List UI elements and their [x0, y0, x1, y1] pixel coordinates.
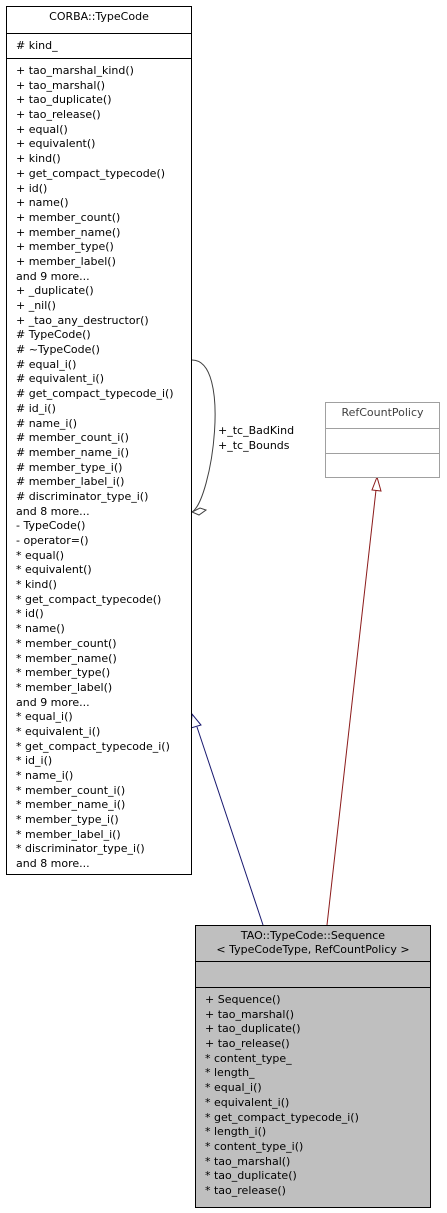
typecode-member-item[interactable]: # member_count_i(): [16, 431, 129, 445]
typecode-member-item[interactable]: * member_name(): [16, 651, 117, 665]
typecode-member-item[interactable]: * kind(): [16, 578, 57, 592]
typecode-member-item[interactable]: and 8 more...: [16, 857, 90, 871]
association-diamond: [190, 507, 208, 516]
refcount-policy-class-box[interactable]: RefCountPolicy: [325, 402, 440, 478]
sequence-member-item[interactable]: * content_type_: [205, 1051, 292, 1065]
edge-label-bounds: +_tc_Bounds: [218, 439, 290, 452]
sequence-class-title: TAO::TypeCode::Sequence < TypeCodeType, …: [196, 926, 430, 961]
typecode-member-item[interactable]: + _tao_any_destructor(): [16, 313, 149, 327]
refcount-policy-title: RefCountPolicy: [341, 406, 424, 419]
typecode-member-item[interactable]: + tao_release(): [16, 108, 101, 122]
sequence-member-item[interactable]: * tao_release(): [205, 1183, 286, 1197]
refcount-policy-attributes: [326, 428, 439, 453]
sequence-member-item[interactable]: * equal_i(): [205, 1081, 262, 1095]
typecode-member-item[interactable]: * id_i(): [16, 754, 53, 768]
typecode-member-item[interactable]: # name_i(): [16, 416, 78, 430]
sequence-member-item[interactable]: * tao_duplicate(): [205, 1169, 297, 1183]
typecode-member-item[interactable]: # equal_i(): [16, 357, 77, 371]
typecode-class-box[interactable]: CORBA::TypeCode # kind_ + tao_marshal_ki…: [6, 6, 192, 875]
typecode-member-item[interactable]: * equal(): [16, 548, 65, 562]
sequence-member-item[interactable]: + tao_duplicate(): [205, 1022, 301, 1036]
typecode-member-item[interactable]: + _duplicate(): [16, 284, 94, 298]
inheritance-arrow-refcount: [371, 475, 382, 492]
typecode-member-item[interactable]: # id_i(): [16, 401, 56, 415]
typecode-member-item[interactable]: * member_label(): [16, 680, 113, 694]
sequence-member-item[interactable]: * tao_marshal(): [205, 1154, 291, 1168]
typecode-member-item[interactable]: # discriminator_type_i(): [16, 489, 149, 503]
sequence-member-item[interactable]: * get_compact_typecode_i(): [205, 1110, 359, 1124]
typecode-member-item[interactable]: + tao_duplicate(): [16, 93, 112, 107]
typecode-member-item[interactable]: * member_label_i(): [16, 827, 121, 841]
typecode-member-item[interactable]: + member_name(): [16, 225, 121, 239]
inheritance-arrow-typecode: [190, 712, 202, 729]
typecode-member-item[interactable]: + kind(): [16, 152, 61, 166]
typecode-member-item[interactable]: * member_type_i(): [16, 813, 119, 827]
typecode-member-item[interactable]: # get_compact_typecode_i(): [16, 387, 174, 401]
sequence-member-item[interactable]: * content_type_i(): [205, 1139, 304, 1153]
self-association-edge: [191, 359, 216, 513]
typecode-member-item[interactable]: * member_type(): [16, 666, 111, 680]
typecode-member-item[interactable]: + member_label(): [16, 254, 116, 268]
typecode-member-item[interactable]: * member_count(): [16, 636, 117, 650]
sequence-class-box[interactable]: TAO::TypeCode::Sequence < TypeCodeType, …: [195, 925, 431, 1208]
sequence-title-line1: TAO::TypeCode::Sequence: [240, 929, 386, 942]
typecode-member-item[interactable]: * name(): [16, 622, 65, 636]
typecode-member-item[interactable]: # member_type_i(): [16, 460, 123, 474]
sequence-member-item[interactable]: + tao_release(): [205, 1037, 290, 1051]
typecode-member-item[interactable]: + member_count(): [16, 210, 121, 224]
typecode-member-item[interactable]: * equivalent(): [16, 563, 92, 577]
typecode-member-item[interactable]: + equivalent(): [16, 137, 96, 151]
typecode-member-item[interactable]: * id(): [16, 607, 44, 621]
typecode-member-item[interactable]: # member_label_i(): [16, 475, 125, 489]
typecode-member-item[interactable]: + id(): [16, 181, 48, 195]
typecode-member-item[interactable]: + _nil(): [16, 299, 56, 312]
typecode-member-item[interactable]: and 8 more...: [16, 504, 90, 518]
sequence-member-item[interactable]: * equivalent_i(): [205, 1095, 290, 1109]
typecode-member-item[interactable]: + tao_marshal_kind(): [16, 64, 134, 77]
typecode-member-item[interactable]: * member_name_i(): [16, 798, 126, 812]
sequence-member-item[interactable]: + Sequence(): [205, 993, 281, 1006]
typecode-member-item[interactable]: and 9 more...: [16, 695, 90, 709]
typecode-methods: + tao_marshal_kind()+ tao_marshal()+ tao…: [7, 58, 191, 872]
sequence-member-item[interactable]: + tao_marshal(): [205, 1007, 295, 1021]
sequence-title-line2: < TypeCodeType, RefCountPolicy >: [216, 943, 410, 956]
typecode-member-item[interactable]: # ~TypeCode(): [16, 343, 100, 357]
inheritance-edge-refcount: [326, 489, 377, 926]
typecode-member-item[interactable]: * get_compact_typecode_i(): [16, 739, 170, 753]
edge-label-badkind: +_tc_BadKind: [218, 424, 295, 437]
typecode-member-item[interactable]: + name(): [16, 196, 69, 210]
typecode-member-item[interactable]: * equivalent_i(): [16, 724, 101, 738]
sequence-member-item[interactable]: * length_i(): [205, 1125, 267, 1139]
typecode-member-item[interactable]: * get_compact_typecode(): [16, 592, 162, 606]
typecode-member-item[interactable]: and 9 more...: [16, 269, 90, 283]
typecode-member-item[interactable]: # equivalent_i(): [16, 372, 104, 386]
typecode-member-item[interactable]: + tao_marshal(): [16, 78, 106, 92]
typecode-member-item[interactable]: * member_count_i(): [16, 783, 126, 797]
typecode-member-item[interactable]: * name_i(): [16, 769, 74, 782]
typecode-attribute: # kind_: [16, 39, 58, 52]
sequence-methods: + Sequence()+ tao_marshal()+ tao_duplica…: [196, 987, 430, 1199]
typecode-member-item[interactable]: * equal_i(): [16, 710, 73, 724]
typecode-class-title: CORBA::TypeCode: [49, 10, 149, 23]
typecode-member-item[interactable]: # member_name_i(): [16, 445, 130, 459]
refcount-policy-methods: [326, 453, 439, 477]
typecode-member-item[interactable]: # TypeCode(): [16, 328, 91, 342]
typecode-member-item[interactable]: + member_type(): [16, 240, 114, 254]
typecode-member-item[interactable]: - operator=(): [16, 534, 89, 547]
typecode-member-item[interactable]: * discriminator_type_i(): [16, 842, 145, 856]
sequence-attributes: [196, 961, 430, 987]
sequence-member-item[interactable]: * length_: [205, 1066, 255, 1080]
inheritance-edge-typecode: [196, 726, 264, 926]
typecode-member-item[interactable]: - TypeCode(): [16, 519, 86, 533]
typecode-member-item[interactable]: + equal(): [16, 122, 68, 136]
typecode-attributes: # kind_: [7, 33, 191, 58]
typecode-member-item[interactable]: + get_compact_typecode(): [16, 166, 166, 180]
